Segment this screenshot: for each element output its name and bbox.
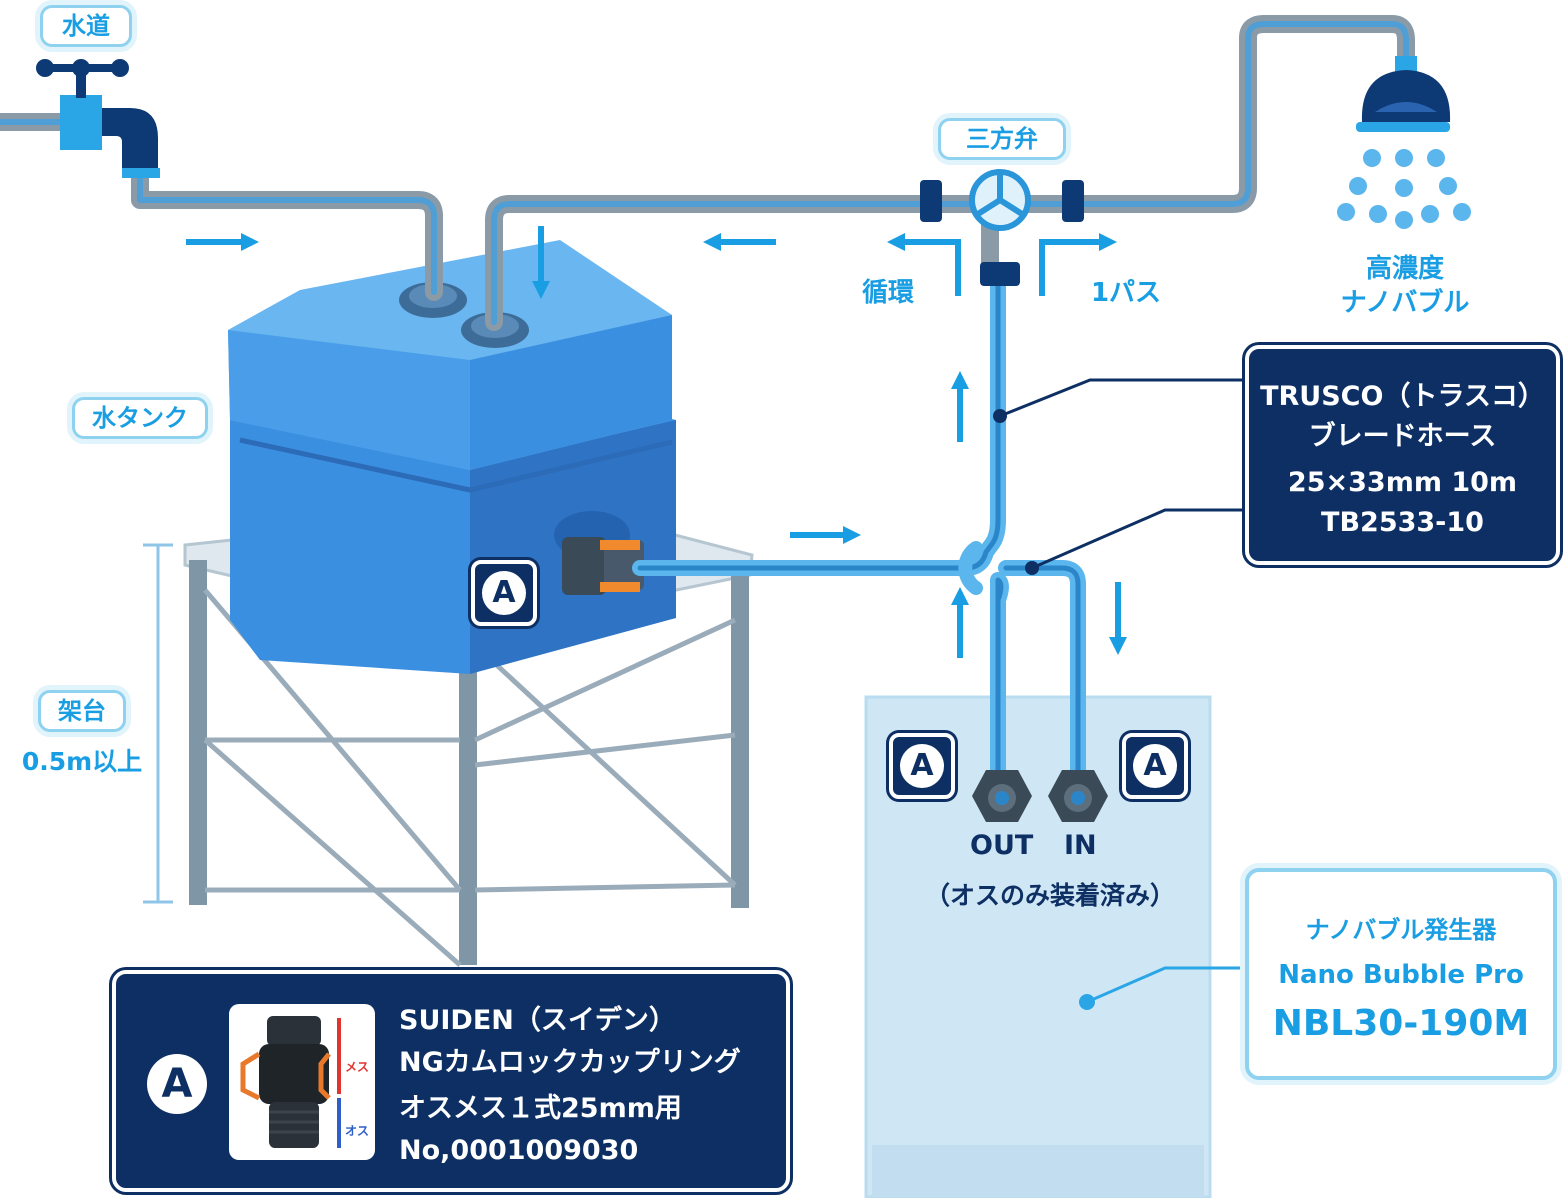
stand-height-label: 0.5m以上 xyxy=(21,747,143,776)
generator-product: Nano Bubble Pro xyxy=(1278,960,1524,990)
nano-bubble-generator-callout: ナノバブル発生器 Nano Bubble Pro NBL30-190M xyxy=(1245,868,1557,1080)
shower-icon xyxy=(1337,56,1471,229)
generator-ports xyxy=(972,770,1108,822)
trusco-product: ブレードホース xyxy=(1308,421,1497,452)
trusco-size: 25×33mm 10m xyxy=(1287,467,1518,498)
trusco-code: TB2533-10 xyxy=(1321,507,1484,538)
three-way-valve-label: 三方弁 xyxy=(938,118,1066,160)
badge-letter: A xyxy=(147,1054,207,1114)
coupling-photo: メス オス xyxy=(229,1004,375,1160)
suiden-number: No,0001009030 xyxy=(399,1135,639,1166)
badge-letter: A xyxy=(482,571,526,615)
trusco-hose-callout: TRUSCO（トラスコ） ブレードホース 25×33mm 10m TB2533-… xyxy=(1245,345,1560,565)
out-port-label: OUT xyxy=(970,830,1034,861)
photo-female-label: メス xyxy=(345,1060,370,1074)
male-only-label: （オスのみ装着済み） xyxy=(924,881,1175,910)
pipes xyxy=(0,15,1415,808)
in-port-label: IN xyxy=(1064,830,1097,861)
circulation-label: 循環 xyxy=(861,278,914,308)
badge-a-out: A xyxy=(889,733,955,799)
faucet-icon xyxy=(36,59,160,178)
one-pass-label: 1パス xyxy=(1090,278,1162,308)
trusco-brand: TRUSCO（トラスコ） xyxy=(1260,381,1545,412)
suiden-coupling-callout: A メス オス SUIDEN（スイデン） NGカムロックカップリング オスメス１… xyxy=(112,970,790,1192)
water-tank xyxy=(228,240,676,674)
suiden-brand: SUIDEN（スイデン） xyxy=(399,1005,676,1036)
stand-label: 架台 xyxy=(38,690,126,732)
flow-arrows xyxy=(186,226,1127,658)
height-dimension xyxy=(143,543,173,904)
coupling-icon xyxy=(240,1016,341,1148)
suiden-product: NGカムロックカップリング xyxy=(399,1047,741,1078)
high-concentration-label-2: ナノバブル xyxy=(1340,288,1470,318)
badge-a-tank: A xyxy=(471,560,537,626)
photo-male-label: オス xyxy=(345,1124,370,1138)
generator-model: NBL30-190M xyxy=(1272,1003,1530,1044)
generator-type: ナノバブル発生器 xyxy=(1305,916,1497,944)
three-way-valve-icon xyxy=(920,169,1084,286)
water-tank-label: 水タンク xyxy=(72,397,208,439)
high-concentration-label-1: 高濃度 xyxy=(1365,254,1444,284)
badge-letter: A xyxy=(1133,744,1177,788)
badge-a-in: A xyxy=(1122,733,1188,799)
water-supply-label: 水道 xyxy=(40,5,132,47)
suiden-text: SUIDEN（スイデン） NGカムロックカップリング オスメス１式25mm用 N… xyxy=(399,1000,741,1172)
suiden-spec: オスメス１式25mm用 xyxy=(399,1093,682,1124)
badge-letter: A xyxy=(900,744,944,788)
leader-lines xyxy=(993,378,1245,1010)
